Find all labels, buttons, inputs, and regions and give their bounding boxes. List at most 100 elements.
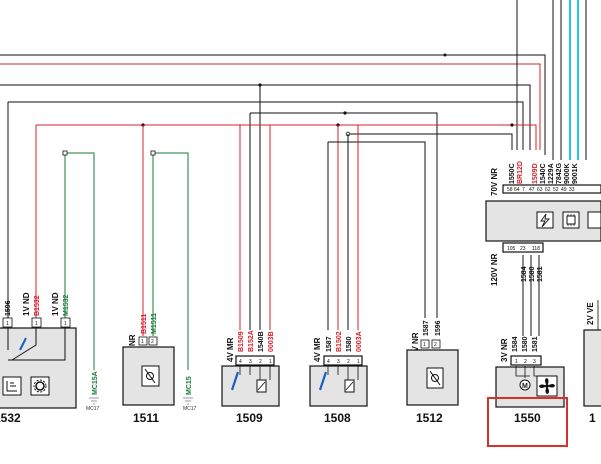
component-1512: 2V NR 1587 1596 1 2 1512 bbox=[406, 320, 459, 425]
wire-label: M1532 bbox=[63, 294, 70, 316]
internal-wires bbox=[239, 366, 271, 380]
junction-dot bbox=[258, 83, 262, 87]
pin-number: 23 bbox=[520, 246, 526, 252]
pin-number: 63 bbox=[537, 187, 543, 193]
pin-row bbox=[323, 355, 363, 366]
wire-label: M1511 bbox=[151, 313, 158, 334]
wire-label: 1581 bbox=[532, 336, 539, 352]
wire-label: 9000K bbox=[564, 163, 571, 184]
switch-symbol bbox=[7, 327, 66, 361]
fan-icon bbox=[536, 375, 558, 397]
pin-number: 1 bbox=[35, 321, 38, 327]
wire-label: 1584 bbox=[512, 336, 519, 352]
highlight-box bbox=[487, 397, 568, 447]
pin-number: 47 bbox=[529, 187, 535, 193]
wire-bus-113h bbox=[250, 112, 438, 318]
component-number: 1512 bbox=[416, 411, 443, 425]
wire-134 bbox=[348, 133, 513, 150]
connector-label: 1V ND bbox=[51, 292, 60, 316]
pin-box bbox=[431, 339, 441, 349]
wire-bus-85 bbox=[0, 84, 531, 150]
pin-number: 49 bbox=[561, 187, 567, 193]
wire-label: 1596 bbox=[5, 300, 12, 316]
component-number: 1532 bbox=[0, 411, 21, 425]
component-1550: 3V NR 1584 1580 1581 1 2 3 M 1550 bbox=[487, 336, 568, 447]
pin-number: 3 bbox=[337, 359, 340, 365]
wire-label: 9001K bbox=[572, 163, 579, 184]
component-right-body bbox=[583, 329, 601, 407]
ground-sublabel: MC17 bbox=[86, 406, 100, 412]
pin-number: 1 bbox=[515, 359, 518, 365]
pin-row bbox=[235, 355, 275, 366]
component-number: 1509 bbox=[236, 411, 263, 425]
wire-label: 1581 bbox=[537, 266, 544, 282]
wire-label: 1229A bbox=[548, 163, 555, 184]
component-1508-body bbox=[309, 365, 368, 407]
connector-label: 4V MR bbox=[226, 337, 235, 362]
splice-node bbox=[62, 150, 68, 156]
wire-label: B1509 bbox=[238, 331, 245, 352]
sensor-icon bbox=[141, 365, 160, 387]
pin-number: 58 bbox=[507, 187, 513, 193]
wire-label: B1511 bbox=[141, 314, 148, 334]
splice-node bbox=[150, 150, 156, 156]
wire-green-1511 bbox=[153, 152, 189, 370]
pin-number: 2 bbox=[151, 339, 154, 345]
wire-label: 1596 bbox=[435, 320, 442, 336]
motor-icon: M bbox=[519, 379, 531, 391]
connector-label: 2V NR bbox=[128, 334, 137, 358]
ecu-top-pin-row bbox=[502, 184, 601, 194]
wire-142 bbox=[328, 141, 426, 318]
wire-label: B152A bbox=[248, 330, 255, 352]
wire-layer bbox=[0, 0, 587, 370]
ecu-top-wire-labels: 1550C BR12D 1509D 1540C 1229A 7842G 9000… bbox=[509, 161, 579, 184]
wire-label: 0003A bbox=[356, 331, 363, 352]
ground-sublabel: MC17 bbox=[183, 406, 197, 412]
ecu-extra-box bbox=[587, 211, 601, 229]
pin-number: 105 bbox=[507, 246, 516, 252]
connector-label: 2V NR bbox=[411, 332, 420, 356]
wire-bus-102 bbox=[8, 101, 524, 150]
relay-icon bbox=[344, 379, 355, 393]
pin-number: 52 bbox=[553, 187, 559, 193]
pin-number: 1 bbox=[357, 359, 360, 365]
component-1508: 4V MR 1587 B1502 1580 0003A 4 3 2 1 1508 bbox=[309, 331, 368, 425]
pin-number: 1 bbox=[6, 321, 9, 327]
component-right-edge: 2V VE 1 bbox=[583, 300, 601, 425]
component-1532: 1596 1V ND B1532 1V ND M1532 1 1 1 1532 … bbox=[0, 292, 100, 425]
connector-label: 1V ND bbox=[22, 292, 31, 316]
chip-icon bbox=[562, 211, 580, 229]
sensor-icon bbox=[426, 367, 444, 389]
wire-label: 1587 bbox=[326, 336, 333, 352]
junction-dot bbox=[510, 123, 514, 127]
pin-number: 4 bbox=[327, 359, 330, 365]
pin-number: 1 bbox=[269, 359, 272, 365]
ground-label: MC15 bbox=[186, 376, 193, 395]
pin-number: 1 bbox=[64, 321, 67, 327]
sensor-icon bbox=[2, 376, 22, 396]
ecu-connector-bottom: 120V NR bbox=[490, 253, 499, 286]
pin-number: 2 bbox=[259, 359, 262, 365]
wire-label: B1532 bbox=[34, 295, 41, 316]
component-1511: 2V NR B1511 M1511 1 2 1511 MC15 MC17 bbox=[122, 313, 197, 425]
ground-label: MC15A bbox=[92, 371, 99, 395]
wire-red-125 bbox=[36, 124, 537, 150]
component-number: 1508 bbox=[324, 411, 351, 425]
pin-number: 2 bbox=[347, 359, 350, 365]
wire-label: 7842G bbox=[556, 162, 563, 184]
wire-label: 0003B bbox=[268, 331, 275, 352]
wire-label: 1540B bbox=[258, 331, 265, 352]
wire-green-1532 bbox=[65, 152, 95, 370]
wire-label: 1580 bbox=[522, 336, 529, 352]
wire-label: 1584 bbox=[521, 266, 528, 282]
wire-label: 1509D bbox=[532, 163, 539, 184]
connector-label: 3V NR bbox=[500, 338, 509, 362]
wire-label: 1587 bbox=[423, 320, 430, 336]
wire-label: 1580 bbox=[346, 336, 353, 352]
pin-box bbox=[148, 336, 158, 346]
relay-icon bbox=[256, 379, 267, 393]
pin-number: 2 bbox=[524, 359, 527, 365]
ecu-module: 70V NR 58 64 7 47 63 62 52 49 33 1550C B… bbox=[485, 161, 601, 286]
ground-icon bbox=[183, 397, 193, 405]
wire-label: B1502 bbox=[336, 331, 343, 352]
